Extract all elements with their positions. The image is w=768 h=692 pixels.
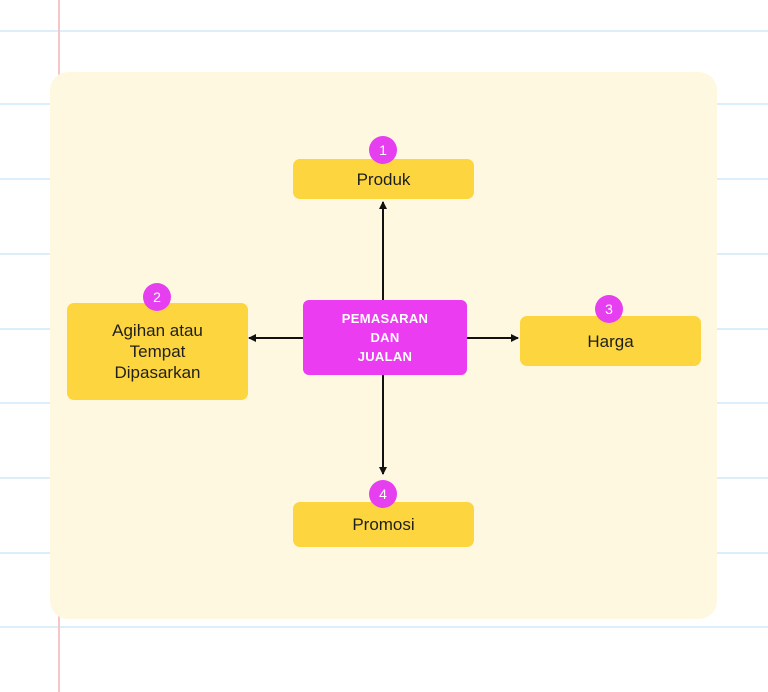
- center-node-label: PEMASARAN DAN JUALAN: [341, 311, 429, 364]
- node-produk-label: Produk: [356, 169, 411, 189]
- ruled-line: [0, 30, 768, 32]
- node-produk: Produk: [293, 159, 474, 199]
- node-promosi-label: Promosi: [352, 515, 415, 534]
- badge-2: 2: [143, 283, 171, 311]
- node-agihan-label: Agihan atau Tempat Dipasarkan: [112, 321, 203, 382]
- badge-1: 1: [369, 136, 397, 164]
- center-node: PEMASARAN DAN JUALAN: [303, 300, 467, 375]
- node-promosi: Promosi: [293, 502, 474, 547]
- node-harga-label: Harga: [587, 331, 634, 351]
- badge-3: 3: [595, 295, 623, 323]
- badge-4: 4: [369, 480, 397, 508]
- node-agihan: Agihan atau Tempat Dipasarkan: [67, 303, 248, 400]
- node-harga: Harga: [520, 316, 701, 366]
- ruled-line: [0, 626, 768, 628]
